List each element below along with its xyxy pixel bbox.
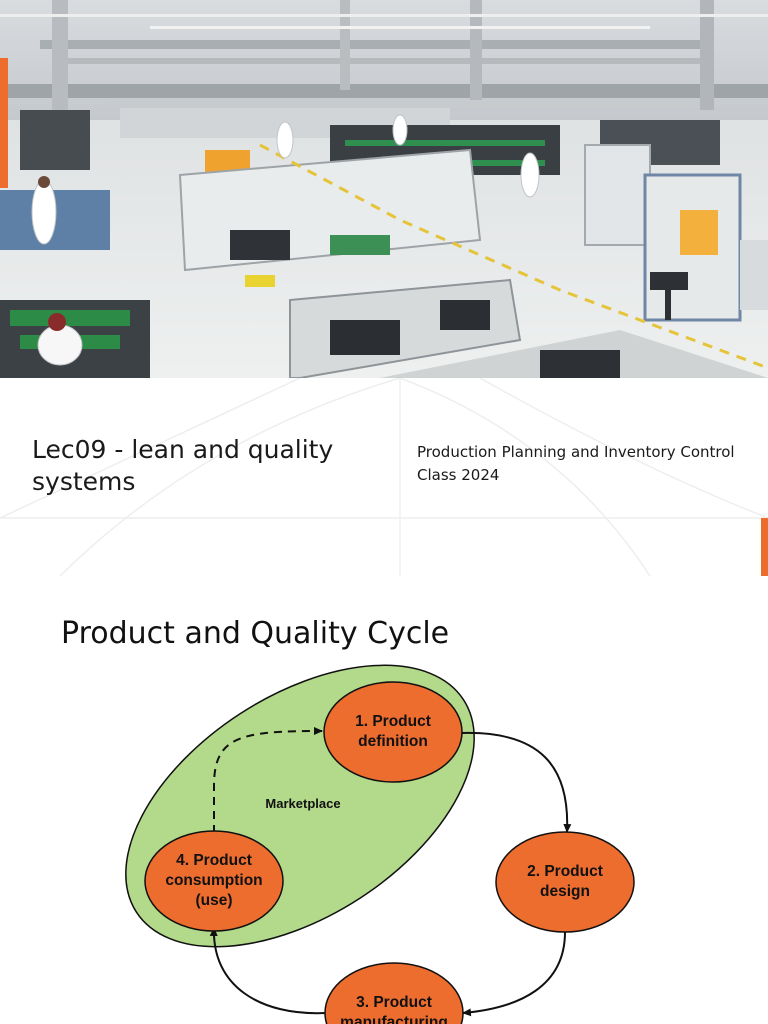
node-label-consumption: 4. Product consumption (use) [165, 852, 263, 909]
arrow-consumption-to-definition-dashed [213, 727, 323, 833]
arrow-definition-to-design [461, 731, 572, 833]
slide-title: Lec09 - lean and quality systems [32, 435, 334, 496]
node-product-design [495, 831, 635, 933]
node-product-definition [323, 681, 463, 783]
accent-bar-left [0, 58, 8, 188]
slide-subtitle: Production Planning and Inventory Contro… [417, 443, 735, 484]
marketplace-label: Marketplace [265, 796, 341, 811]
node-product-manufacturing [324, 962, 464, 1024]
accent-bar-right [761, 518, 768, 576]
arrow-manufacturing-to-consumption [209, 927, 327, 1015]
node-label-design: 2. Product design [527, 863, 603, 900]
node-label-definition: 1. Product definition [355, 713, 431, 750]
node-product-consumption [144, 830, 284, 932]
cycle-slide: Product and Quality Cycle Marketplace 1.… [0, 576, 768, 1024]
factory-floor-photo [0, 0, 768, 378]
node-label-manufacturing: 3. Product manufacturing [340, 994, 448, 1024]
arrow-design-to-manufacturing [462, 931, 566, 1017]
slide-title: Product and Quality Cycle [61, 616, 450, 651]
product-quality-cycle-diagram [125, 664, 635, 1024]
background-arc-pattern [0, 378, 768, 576]
title-slide: Lec09 - lean and quality systems Product… [0, 0, 768, 576]
